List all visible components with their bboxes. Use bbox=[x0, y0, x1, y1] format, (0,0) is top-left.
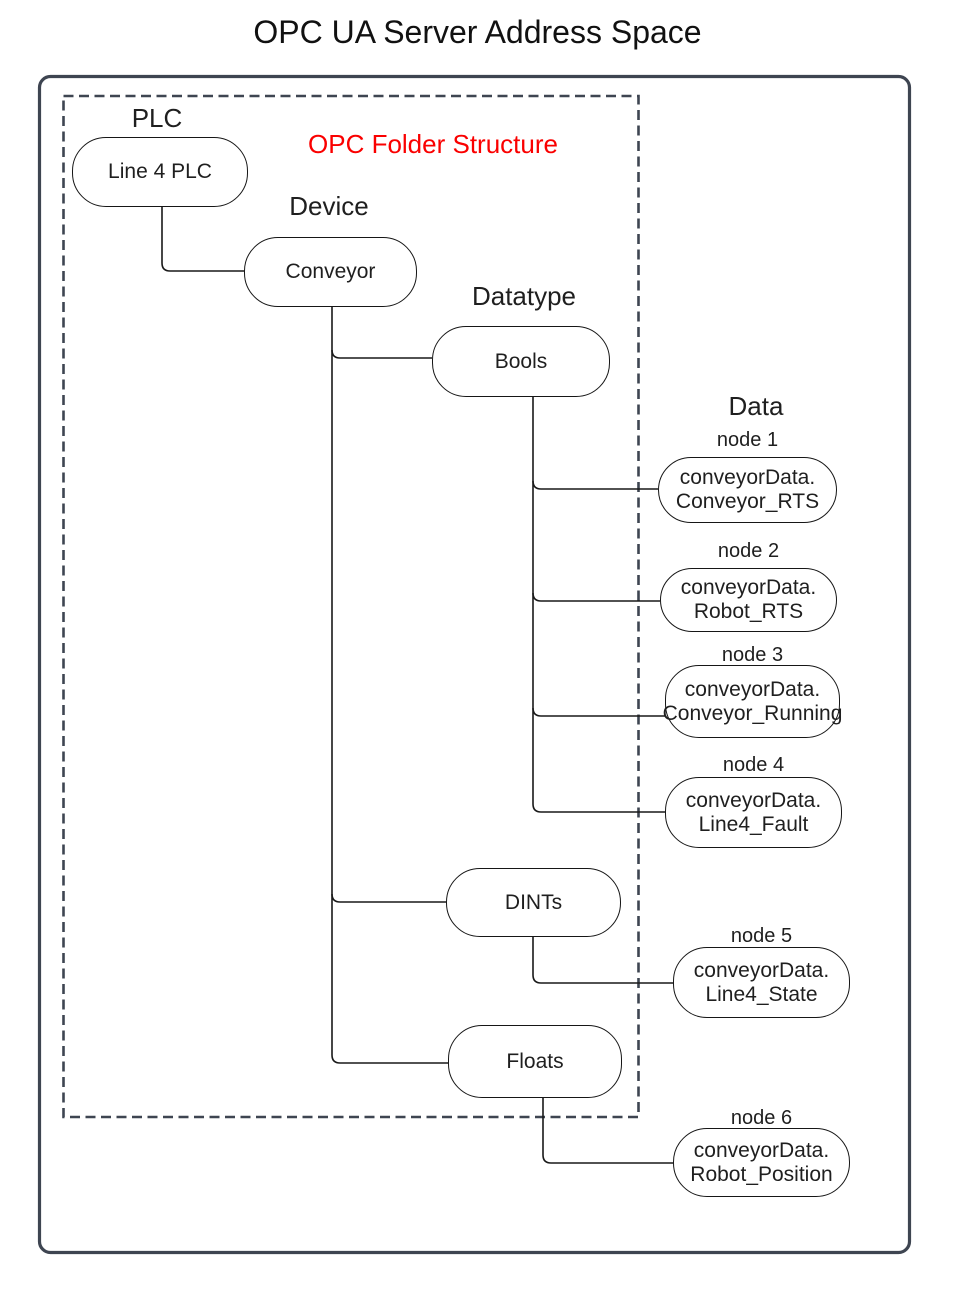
connector-branch-to-dints bbox=[331, 893, 446, 903]
node-box-3-line1: conveyorData. bbox=[684, 677, 821, 701]
level-label-data: Data bbox=[728, 391, 784, 421]
connector-branch-to-bools bbox=[331, 349, 432, 359]
level-label-datatype: Datatype bbox=[471, 281, 577, 311]
node-box-1: conveyorData. Conveyor_RTS bbox=[658, 457, 837, 523]
connector-dints-to-node5 bbox=[532, 937, 673, 984]
folder-box-conveyor: Conveyor bbox=[244, 237, 417, 307]
opc-folder-structure-annotation: OPC Folder Structure bbox=[308, 129, 558, 159]
node-box-1-line1: conveyorData. bbox=[679, 466, 816, 489]
node-box-3-line2: Conveyor_Running bbox=[662, 701, 843, 725]
folder-box-floats: Floats bbox=[448, 1025, 622, 1098]
node-box-1-line2: Conveyor_RTS bbox=[675, 490, 820, 513]
level-label-plc: PLC bbox=[131, 103, 183, 133]
connector-branch-to-node3 bbox=[532, 707, 665, 717]
node-box-6-line2: Robot_Position bbox=[690, 1162, 833, 1186]
node-label-5: node 5 bbox=[730, 925, 793, 947]
outer-frame bbox=[37, 74, 912, 1255]
node-label-6: node 6 bbox=[730, 1107, 793, 1129]
connector-branch-to-node2 bbox=[532, 592, 660, 602]
node-box-4: conveyorData. Line4_Fault bbox=[665, 777, 842, 848]
node-box-2-line2: Robot_RTS bbox=[693, 600, 804, 623]
node-box-5: conveyorData. Line4_State bbox=[673, 947, 850, 1018]
node-box-4-line2: Line4_Fault bbox=[698, 812, 809, 836]
level-label-device: Device bbox=[289, 191, 369, 221]
node-label-3: node 3 bbox=[721, 644, 784, 666]
node-label-4: node 4 bbox=[722, 754, 785, 776]
connector-conveyor-trunk-to-floats bbox=[331, 307, 448, 1064]
folder-box-line4-plc: Line 4 PLC bbox=[72, 137, 248, 207]
node-box-3: conveyorData. Conveyor_Running bbox=[662, 665, 843, 738]
node-box-4-line1: conveyorData. bbox=[685, 788, 822, 812]
node-box-6-line1: conveyorData. bbox=[693, 1138, 830, 1162]
opc-folder-dashed-boundary bbox=[62, 94, 640, 1119]
node-label-1: node 1 bbox=[716, 429, 779, 451]
connector-bools-trunk-to-node4 bbox=[532, 397, 665, 813]
connector-plc-to-conveyor bbox=[161, 207, 244, 272]
folder-box-bools: Bools bbox=[432, 326, 610, 397]
connector-branch-to-node1 bbox=[532, 480, 658, 490]
connector-floats-to-node6 bbox=[542, 1098, 673, 1164]
node-box-2: conveyorData. Robot_RTS bbox=[660, 568, 837, 632]
folder-box-dints: DINTs bbox=[446, 868, 621, 937]
node-box-5-line1: conveyorData. bbox=[693, 958, 830, 982]
node-label-2: node 2 bbox=[717, 540, 780, 562]
node-box-5-line2: Line4_State bbox=[705, 982, 818, 1006]
node-box-6: conveyorData. Robot_Position bbox=[673, 1128, 850, 1197]
node-box-2-line1: conveyorData. bbox=[680, 576, 817, 599]
diagram-title: OPC UA Server Address Space bbox=[253, 14, 702, 50]
